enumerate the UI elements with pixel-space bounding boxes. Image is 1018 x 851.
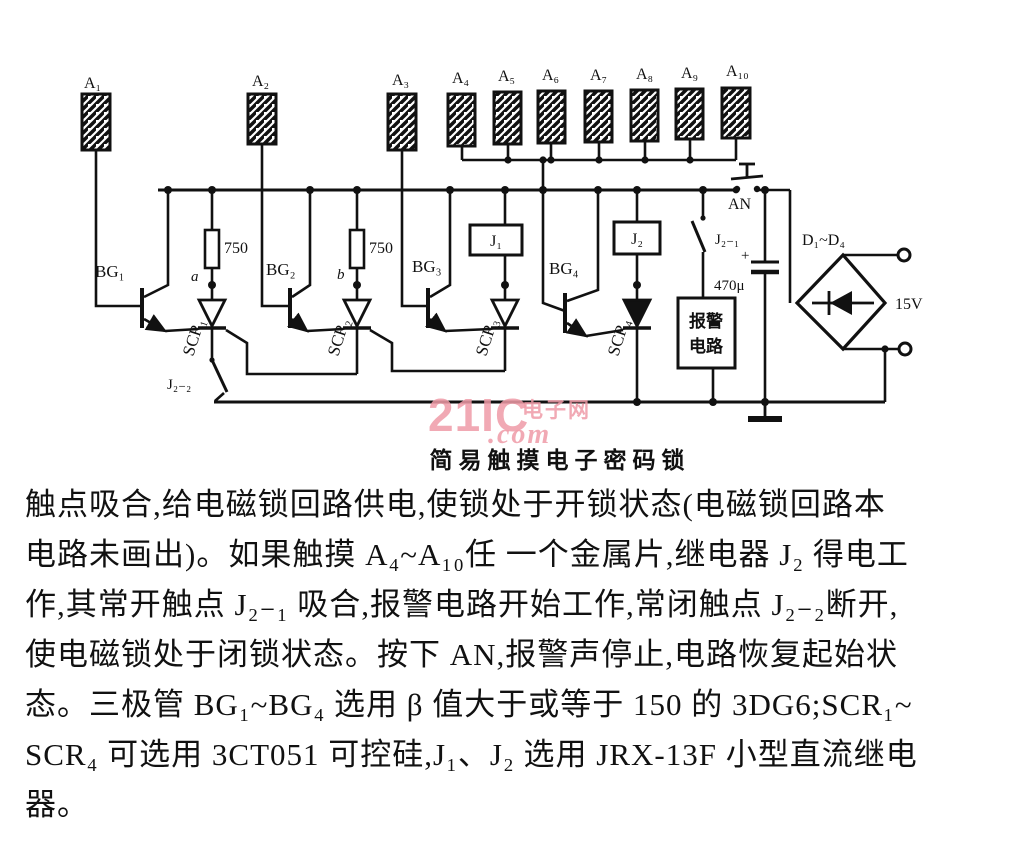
touch-pad-a2: A₂ <box>246 73 278 146</box>
circuit-schematic: A₁ A₂ A₃ A₄ A₅ A₆ A₇ A₈ <box>80 63 923 422</box>
text-line-7: 器。 <box>25 787 89 822</box>
pad-label-a2: A₂ <box>252 73 269 90</box>
label-cap-plus: + <box>741 248 749 264</box>
reset-button-an: AN <box>728 162 790 213</box>
label-an: AN <box>728 196 752 213</box>
pad-label-a10: A₁₀ <box>726 63 749 80</box>
label-node-a: a <box>191 269 199 285</box>
pad-label-a1: A₁ <box>84 75 101 92</box>
text-line-3: 作,其常开触点 J₂₋₁ 吸合,报警电路开始工作,常闭触点 J₂₋₂断开, <box>25 587 899 622</box>
pad-label-a9: A₉ <box>681 65 698 82</box>
touch-pad-a9: A₉ <box>674 65 705 141</box>
touch-pad-a3: A₃ <box>386 72 418 152</box>
pad-label-a7: A₇ <box>590 67 607 84</box>
touch-pad-a5: A₅ <box>492 68 523 146</box>
text-line-4: 使电磁锁处于闭锁状态。按下 AN,报警声停止,电路恢复起始状 <box>25 637 899 672</box>
ground-rail <box>214 398 885 422</box>
stage-2: BG₂ 750 b SCR₂ <box>266 190 505 374</box>
touch-pad-a6: A₆ <box>536 67 567 145</box>
description-text: 触点吸合,给电磁锁回路供电,使锁处于开锁状态(电磁锁回路本 电路未画出)。如果触… <box>25 480 1000 830</box>
label-node-b: b <box>337 267 345 283</box>
touch-pad-a4: A₄ <box>446 70 477 148</box>
relay-j1-box <box>468 223 524 257</box>
figure-caption: 简易触摸电子密码锁 <box>429 448 691 473</box>
label-bridge: D₁~D₄ <box>802 232 845 249</box>
bridge-rectifier: D₁~D₄ 15V <box>788 190 923 402</box>
stage-4: BG₄ J₂ SCR₄ <box>549 190 662 402</box>
text-line-1: 触点吸合,给电磁锁回路供电,使锁处于开锁状态(电磁锁回路本 <box>25 487 886 522</box>
ground-symbol <box>748 402 782 422</box>
label-scr4: SCR₄ <box>604 316 634 358</box>
label-j2: J₂ <box>631 231 643 248</box>
label-r2: 750 <box>369 240 393 257</box>
label-j1: J₁ <box>490 233 502 250</box>
label-scr1: SCR₁ <box>179 316 209 358</box>
text-line-5: 态。三极管 BG₁~BG₄ 选用 β 值大于或等于 150 的 3DG6;SCR… <box>25 687 913 722</box>
label-j2-2: J₂₋₂ <box>167 377 191 393</box>
label-bg2: BG₂ <box>266 260 296 279</box>
label-cap-value: 470μ <box>714 278 745 294</box>
contact-j2-2: J₂₋₂ <box>167 328 229 402</box>
touch-pad-a8: A₈ <box>629 66 660 143</box>
touch-pad-a1: A₁ <box>80 75 112 152</box>
touch-pad-a10: A₁₀ <box>720 63 752 140</box>
text-line-6: SCR₄ 可选用 3CT051 可控硅,J₁、J₂ 选用 JRX-13F 小型直… <box>25 737 918 772</box>
label-15v: 15V <box>895 296 923 313</box>
capacitor-470u: + 470μ <box>714 190 779 402</box>
pad-label-a8: A₈ <box>636 66 653 83</box>
pad-label-a3: A₃ <box>392 72 409 89</box>
stage-1: BG₁ 750 a SCR₁ <box>95 190 357 376</box>
text-line-2: 电路未画出)。如果触摸 A₄~A₁₀任 一个金属片,继电器 J₂ 得电工 <box>25 537 909 572</box>
touch-pad-a7: A₇ <box>583 67 614 144</box>
label-j2-1: J₂₋₁ <box>715 232 739 248</box>
contact-j2-1: J₂₋₁ <box>690 190 739 298</box>
pad-label-a6: A₆ <box>542 67 559 84</box>
pad-bus-junctions <box>504 156 694 164</box>
ac-terminal-top <box>896 247 912 263</box>
label-scr3: SCR₃ <box>472 316 502 358</box>
ac-terminal-bottom <box>897 341 913 357</box>
label-r1: 750 <box>224 240 248 257</box>
alarm-circuit-box: 报警 电路 <box>676 296 737 402</box>
label-scr2: SCR₂ <box>324 316 354 358</box>
supply-bus <box>158 186 769 194</box>
label-bg1: BG₁ <box>95 262 125 281</box>
pad-label-a5: A₅ <box>498 68 515 85</box>
stage-3: BG₃ J₁ SCR₃ <box>412 190 524 371</box>
label-bg4: BG₄ <box>549 259 579 278</box>
label-alarm-line1: 报警 <box>689 311 723 331</box>
label-alarm-line2: 电路 <box>689 336 724 356</box>
pad-label-a4: A₄ <box>452 70 470 87</box>
label-bg3: BG₃ <box>412 257 442 276</box>
